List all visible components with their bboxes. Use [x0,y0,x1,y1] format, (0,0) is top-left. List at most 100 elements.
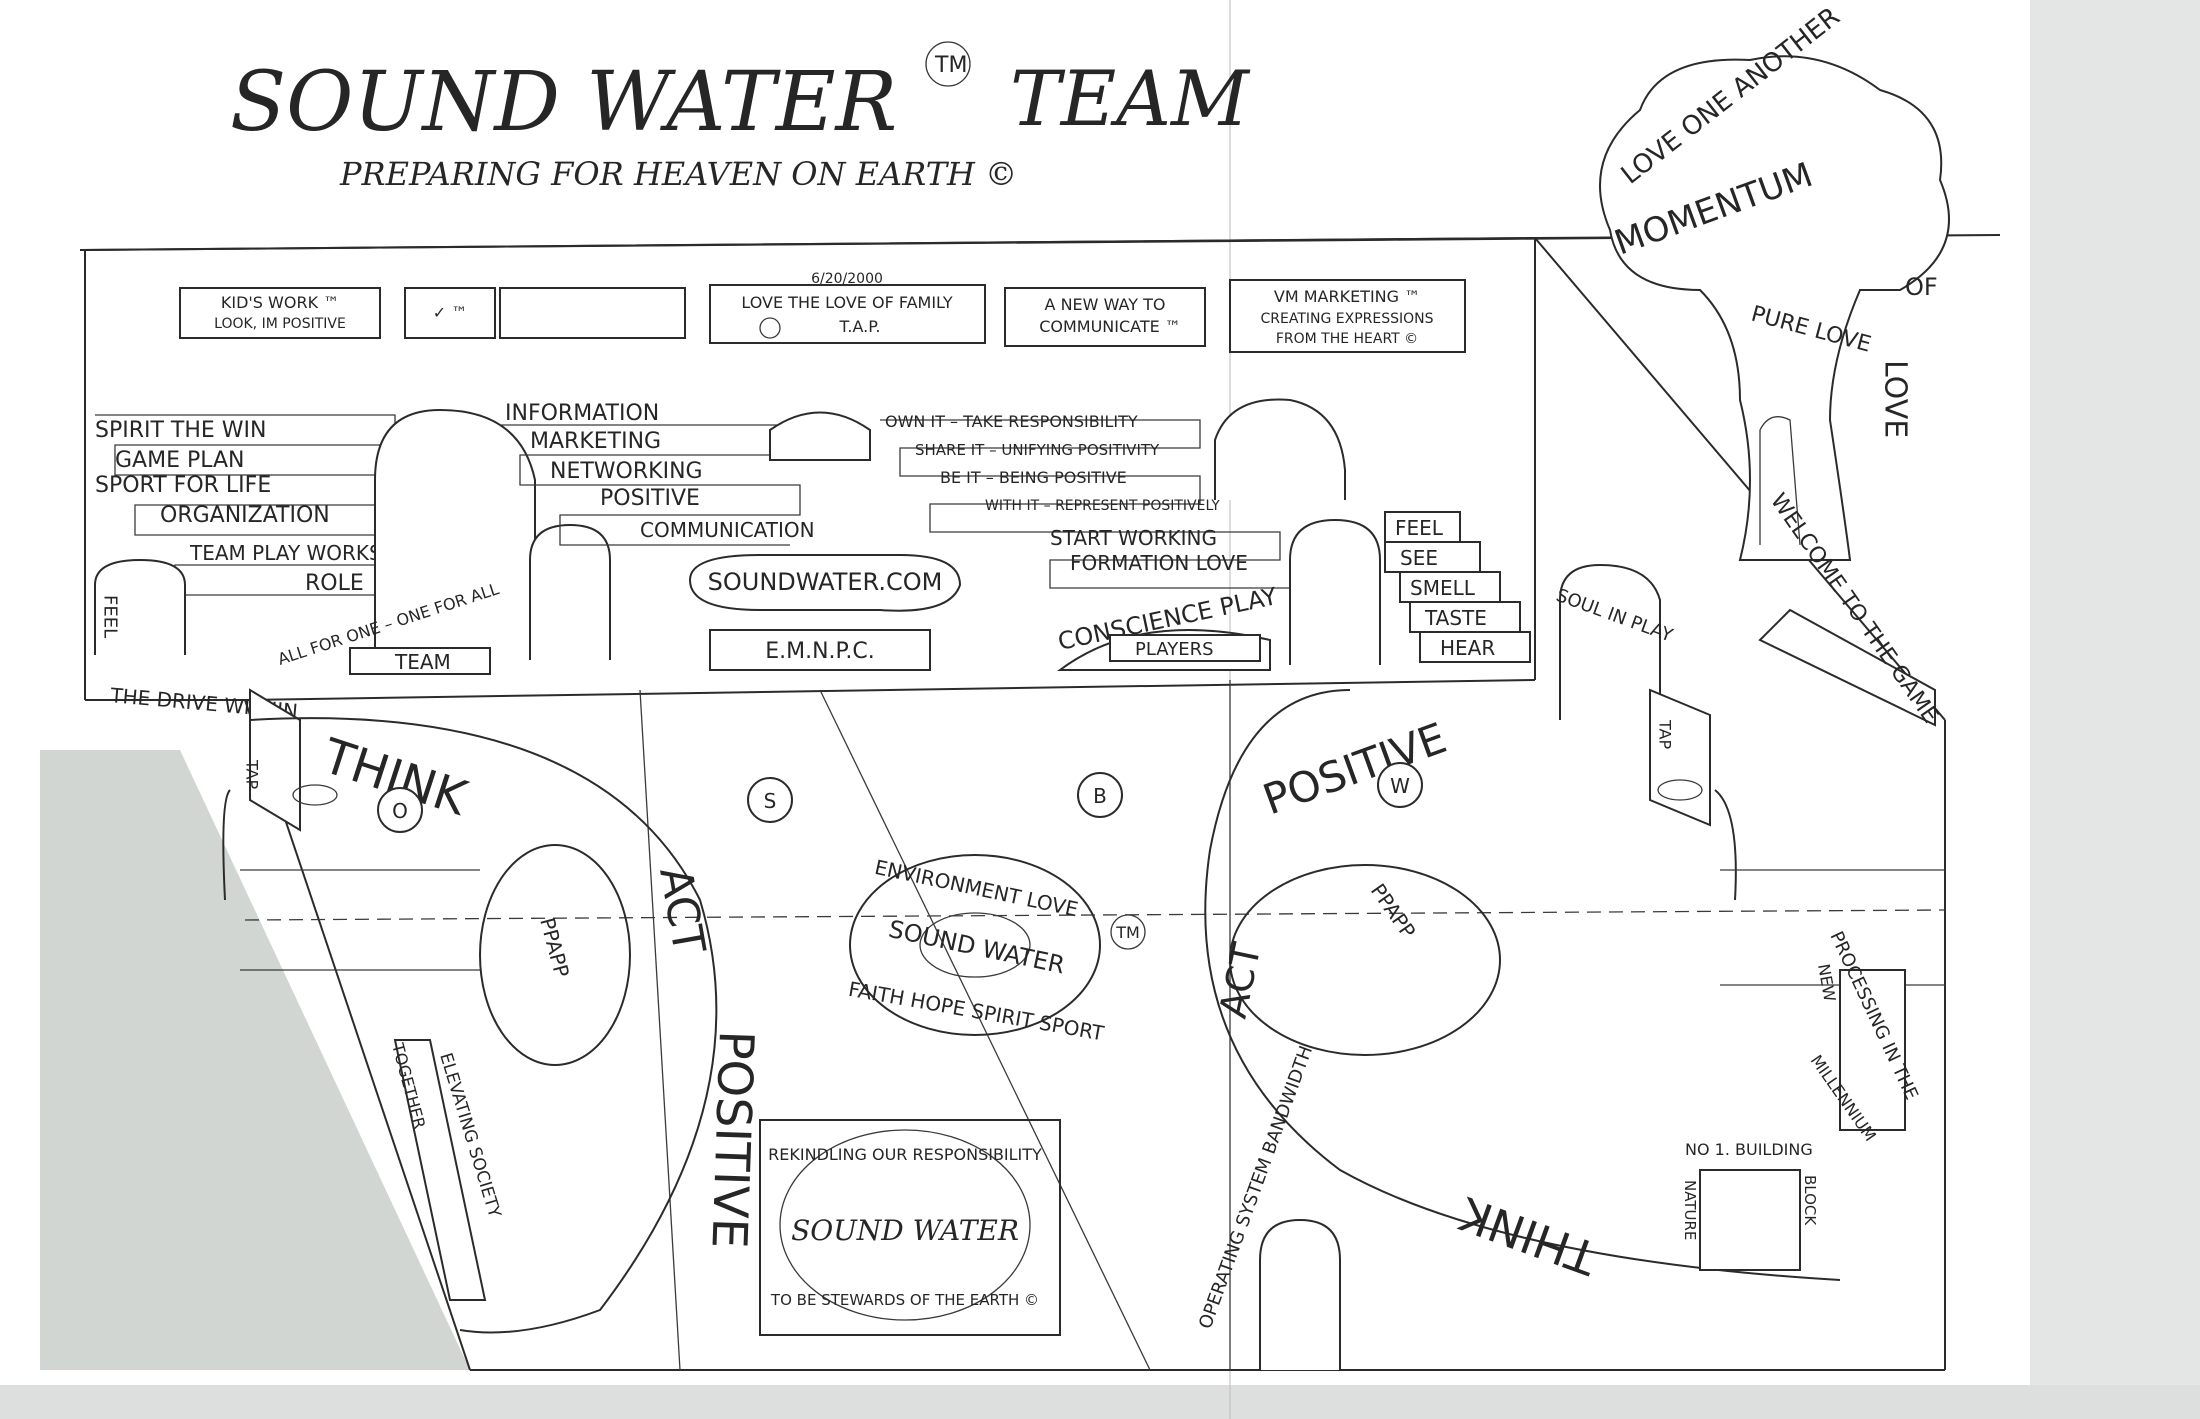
step-own-it: OWN IT – TAKE RESPONSIBILITY [885,412,1138,431]
feel-door-label: FEEL [100,595,121,638]
team-bench [349,647,491,675]
soundwater-sign [688,554,962,612]
svg-text:B: B [1093,784,1107,808]
right-tunnel-door [1289,518,1381,665]
svg-text:T.A.P.: T.A.P. [839,317,881,336]
ball-b: B [1077,772,1123,818]
right-wall-top [1534,237,1946,721]
title-tm: TM [934,53,967,78]
senses-steps: FEEL SEE SMELL TASTE HEAR [1384,511,1531,663]
block-label: BLOCK [1801,1175,1819,1226]
players-label: PLAYERS [1135,639,1214,660]
middle-bleachers: INFORMATION MARKETING NETWORKING POSITIV… [500,401,815,546]
welcome-ribbon [1758,608,1936,727]
right-key-arc [1204,689,1841,1281]
svg-text:COMMUNICATE ™: COMMUNICATE ™ [1039,317,1181,336]
banner-3 [499,287,686,339]
tm-circle [925,41,971,87]
center-circle [849,854,1101,1036]
banner-date: 6/20/2000 [811,271,883,287]
seal-stewards: TO BE STEWARDS OF THE EARTH © [770,1291,1039,1309]
sense-hear: HEAR [1440,636,1495,660]
svg-text:W: W [1390,774,1410,798]
positive-left: POSITIVE [700,1030,764,1250]
banner-1: KID'S WORK ™ LOOK, IM POSITIVE [179,287,381,339]
sense-feel: FEEL [1395,516,1444,540]
right-ppapp-oval [1229,864,1501,1056]
center-tm: TM [1115,923,1140,942]
center-tm-circle [1110,914,1146,950]
feel-door [94,558,186,655]
scan-edge-bottom [0,1385,2200,1419]
step-networking: NETWORKING [550,459,703,484]
banner-6: VM MARKETING ™ CREATING EXPRESSIONS FROM… [1229,279,1466,353]
left-hoop: TAP [222,688,338,901]
step-share-it: SHARE IT – UNIFYING POSITIVITY [915,441,1160,459]
svg-text:FROM THE HEART ©: FROM THE HEART © [1276,331,1418,347]
step-with-it: WITH IT – REPRESENT POSITIVELY [985,498,1220,514]
act-left: ACT [649,863,714,958]
step-be-it: BE IT – BEING POSITIVE [940,468,1127,487]
title: SOUND WATER [230,55,897,150]
step-role: ROLE [305,571,364,596]
soul-in-play-door [1559,563,1661,720]
svg-text:KID'S WORK ™: KID'S WORK ™ [221,293,339,312]
svg-text:LOOK, IM POSITIVE: LOOK, IM POSITIVE [214,316,346,332]
scan-edge-right [2030,0,2200,1419]
tree-love: LOVE [1878,360,1913,438]
right-bleachers: OWN IT – TAKE RESPONSIBILITY SHARE IT – … [880,412,1290,589]
tree-welcome: WELCOME TO THE GAME [1765,489,1943,728]
sense-see: SEE [1400,546,1438,570]
emnpc-box [709,629,931,671]
svg-text:S: S [764,789,777,813]
processing-board [1839,969,1906,1131]
soundwater-sign-label: SOUNDWATER.COM [708,568,943,596]
new-label: NEW [1814,962,1839,1003]
seal-soundwater: SOUND WATER [791,1214,1019,1247]
seal-box [759,1119,1061,1336]
svg-text:O: O [392,799,408,823]
operating-door [1259,1218,1341,1370]
tree-of: OF [1905,273,1938,301]
ball-w: W [1377,762,1423,808]
step-sport-for-life: SPORT FOR LIFE [95,473,271,498]
no1-building: NO 1. BUILDING [1685,1140,1813,1159]
seal-ring [779,1129,1031,1321]
left-ppapp-oval [479,844,631,1066]
tree [1599,55,1950,727]
elevating-board [393,1039,487,1301]
step-formation-love: FORMATION LOVE [1070,551,1248,575]
positive-right: POSITIVE [1257,713,1453,824]
back-wall-top [84,237,1536,251]
svg-text:CREATING EXPRESSIONS: CREATING EXPRESSIONS [1260,311,1433,327]
subtitle: PREPARING FOR HEAVEN ON EARTH © [339,155,1017,193]
right-hoop: TAP [1649,688,1737,901]
step-game-plan: GAME PLAN [115,448,245,473]
nature-label: NATURE [1681,1180,1699,1240]
left-tunnel-door [529,523,611,660]
floor-back-edge [244,679,1536,701]
sense-smell: SMELL [1410,576,1476,600]
emnpc-label: E.M.N.P.C. [765,639,875,664]
step-marketing: MARKETING [530,429,661,454]
team-label: TEAM [394,650,451,674]
building-block [1699,1169,1801,1271]
left-bleachers: SPIRIT THE WIN GAME PLAN SPORT FOR LIFE … [95,414,440,596]
left-ppapp: PPAPP [535,915,574,980]
left-key-arc [249,717,718,1334]
players-box [1109,634,1261,662]
svg-text:TAP: TAP [243,759,262,789]
center-soundwater: SOUND WATER [886,915,1067,980]
right-ppapp: PPAPP [1366,879,1420,942]
step-information: INFORMATION [505,401,659,426]
svg-text:✓ ™: ✓ ™ [433,303,468,322]
banner-4: 6/20/2000 LOVE THE LOVE OF FAMILY T.A.P. [709,271,986,344]
left-tunnel [374,408,536,660]
step-communication: COMMUNICATION [640,518,815,542]
sense-taste: TASTE [1424,606,1487,630]
step-start-working: START WORKING [1050,526,1217,550]
scan-shadow [40,750,470,1370]
center-inner-circle [919,912,1031,978]
ball-o: O [377,787,423,833]
